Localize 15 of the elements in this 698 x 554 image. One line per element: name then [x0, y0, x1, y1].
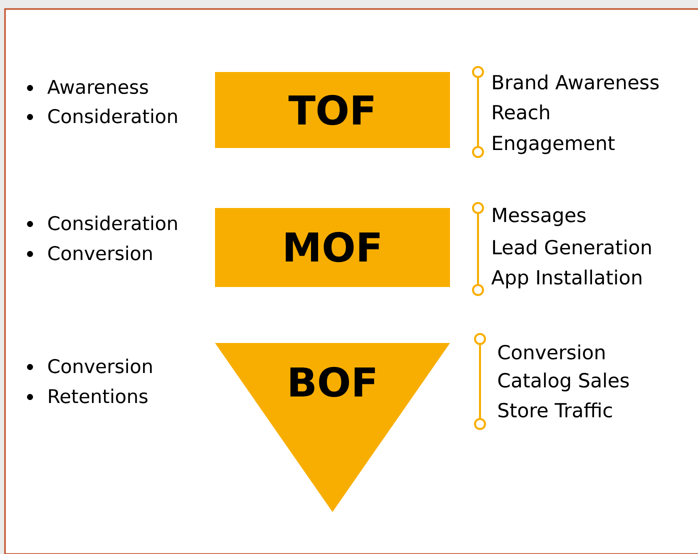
bullet-item: Consideration — [27, 216, 177, 230]
bullet-item: Consideration — [27, 108, 177, 124]
metric-label: Conversion — [498, 344, 604, 360]
metric-label: Reach — [493, 104, 550, 120]
bullet-item: Retentions — [27, 388, 148, 404]
metric-label: App Installation — [491, 270, 642, 288]
funnel-triangle: BOF — [215, 343, 450, 512]
metric-label: Engagement — [493, 136, 615, 154]
funnel-box: TOF — [215, 72, 450, 148]
metric-label: Messages — [493, 208, 586, 226]
bullet-item: Conversion — [27, 246, 152, 260]
funnel-box: MOF — [215, 208, 450, 287]
bullet-item: Awareness — [27, 80, 148, 94]
bullet-item: Conversion — [27, 358, 152, 374]
metric-label: Store Traffic — [498, 402, 612, 418]
